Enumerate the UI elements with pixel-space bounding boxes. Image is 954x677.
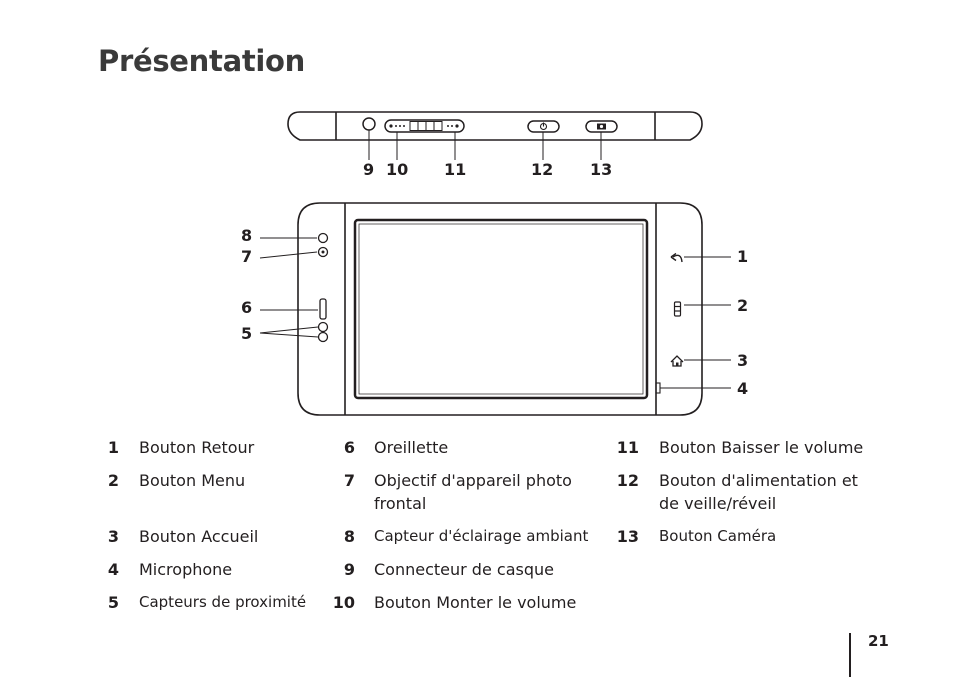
callout-2: 2: [737, 296, 748, 315]
legend-item: 6 Oreillette: [332, 436, 602, 459]
legend-label: Bouton d'alimentation et de veille/révei…: [659, 471, 858, 513]
legend-label: Oreillette: [374, 438, 449, 457]
legend-item: 5 Capteurs de proximité: [98, 591, 329, 614]
ambient-light-sensor: [317, 232, 329, 244]
legend-label: Capteur d'éclairage ambiant: [374, 527, 589, 545]
page-number: 21: [868, 632, 889, 650]
callout-11: 11: [444, 160, 466, 179]
legend-label: Bouton Baisser le volume: [659, 438, 864, 457]
legend-label: Microphone: [139, 560, 233, 579]
legend-item: 1 Bouton Retour: [98, 436, 329, 459]
legend-number: 12: [616, 471, 639, 490]
legend-number: 9: [343, 560, 355, 579]
legend-number: 6: [343, 438, 355, 457]
legend-number: 3: [107, 527, 119, 546]
callout-4: 4: [737, 379, 748, 398]
proximity-sensor: [317, 331, 329, 343]
legend-label: Bouton Monter le volume: [374, 593, 577, 612]
menu-icon: [673, 301, 682, 317]
legend-label: Bouton Retour: [139, 438, 255, 457]
legend-item: 7 Objectif d'appareil photo frontal: [332, 469, 602, 515]
screen: [353, 218, 649, 400]
legend-item: 9 Connecteur de casque: [332, 558, 602, 581]
callout-10: 10: [386, 160, 408, 179]
camera-button: [585, 120, 618, 133]
legend-label: Bouton Accueil: [139, 527, 259, 546]
legend-item: 2 Bouton Menu: [98, 469, 329, 492]
callout-6: 6: [241, 298, 252, 317]
page-number-rule: [849, 633, 851, 677]
power-button: [527, 120, 560, 133]
back-icon: [670, 252, 683, 263]
legend-label: Connecteur de casque: [374, 560, 554, 579]
legend-number: 1: [107, 438, 119, 457]
legend-label: Capteurs de proximité: [139, 593, 307, 611]
callout-7: 7: [241, 247, 252, 266]
page-title: Présentation: [98, 44, 306, 78]
volume-rocker: [384, 119, 465, 133]
callout-13: 13: [590, 160, 612, 179]
callout-8: 8: [241, 226, 252, 245]
legend-item: 12 Bouton d'alimentation et de veille/ré…: [616, 469, 874, 515]
callout-numbers: 1 2 3 4 5 6 7 8 9 10 11 12 13: [241, 160, 748, 398]
front-leader-lines: [259, 237, 731, 389]
legend-number: 10: [332, 593, 355, 612]
legend-item: 13 Bouton Caméra: [616, 525, 874, 548]
callout-3: 3: [737, 351, 748, 370]
callout-9: 9: [363, 160, 374, 179]
legend-number: 8: [343, 527, 355, 546]
proximity-sensor: [317, 321, 329, 333]
legend-item: 8 Capteur d'éclairage ambiant: [332, 525, 614, 548]
device-front: [297, 202, 703, 416]
legend-number: 13: [616, 527, 639, 546]
callout-12: 12: [531, 160, 553, 179]
headset-jack: [362, 117, 376, 131]
device-top-edge: [287, 111, 703, 141]
legend-item: 4 Microphone: [98, 558, 329, 581]
legend-label: Objectif d'appareil photo frontal: [374, 471, 572, 513]
legend-item: 10 Bouton Monter le volume: [332, 591, 602, 614]
top-leader-lines: [368, 130, 602, 160]
legend-item: 11 Bouton Baisser le volume: [616, 436, 887, 459]
legend-number: 4: [107, 560, 119, 579]
earpiece: [319, 298, 327, 320]
legend-label: Bouton Menu: [139, 471, 246, 490]
legend-label: Bouton Caméra: [659, 527, 777, 545]
front-camera-lens: [317, 246, 329, 258]
legend-item: 3 Bouton Accueil: [98, 525, 329, 548]
legend-number: 5: [107, 593, 119, 612]
callout-5: 5: [241, 324, 252, 343]
legend-number: 11: [616, 438, 639, 457]
home-icon: [670, 355, 684, 367]
legend-number: 7: [343, 471, 355, 490]
callout-1: 1: [737, 247, 748, 266]
legend-number: 2: [107, 471, 119, 490]
